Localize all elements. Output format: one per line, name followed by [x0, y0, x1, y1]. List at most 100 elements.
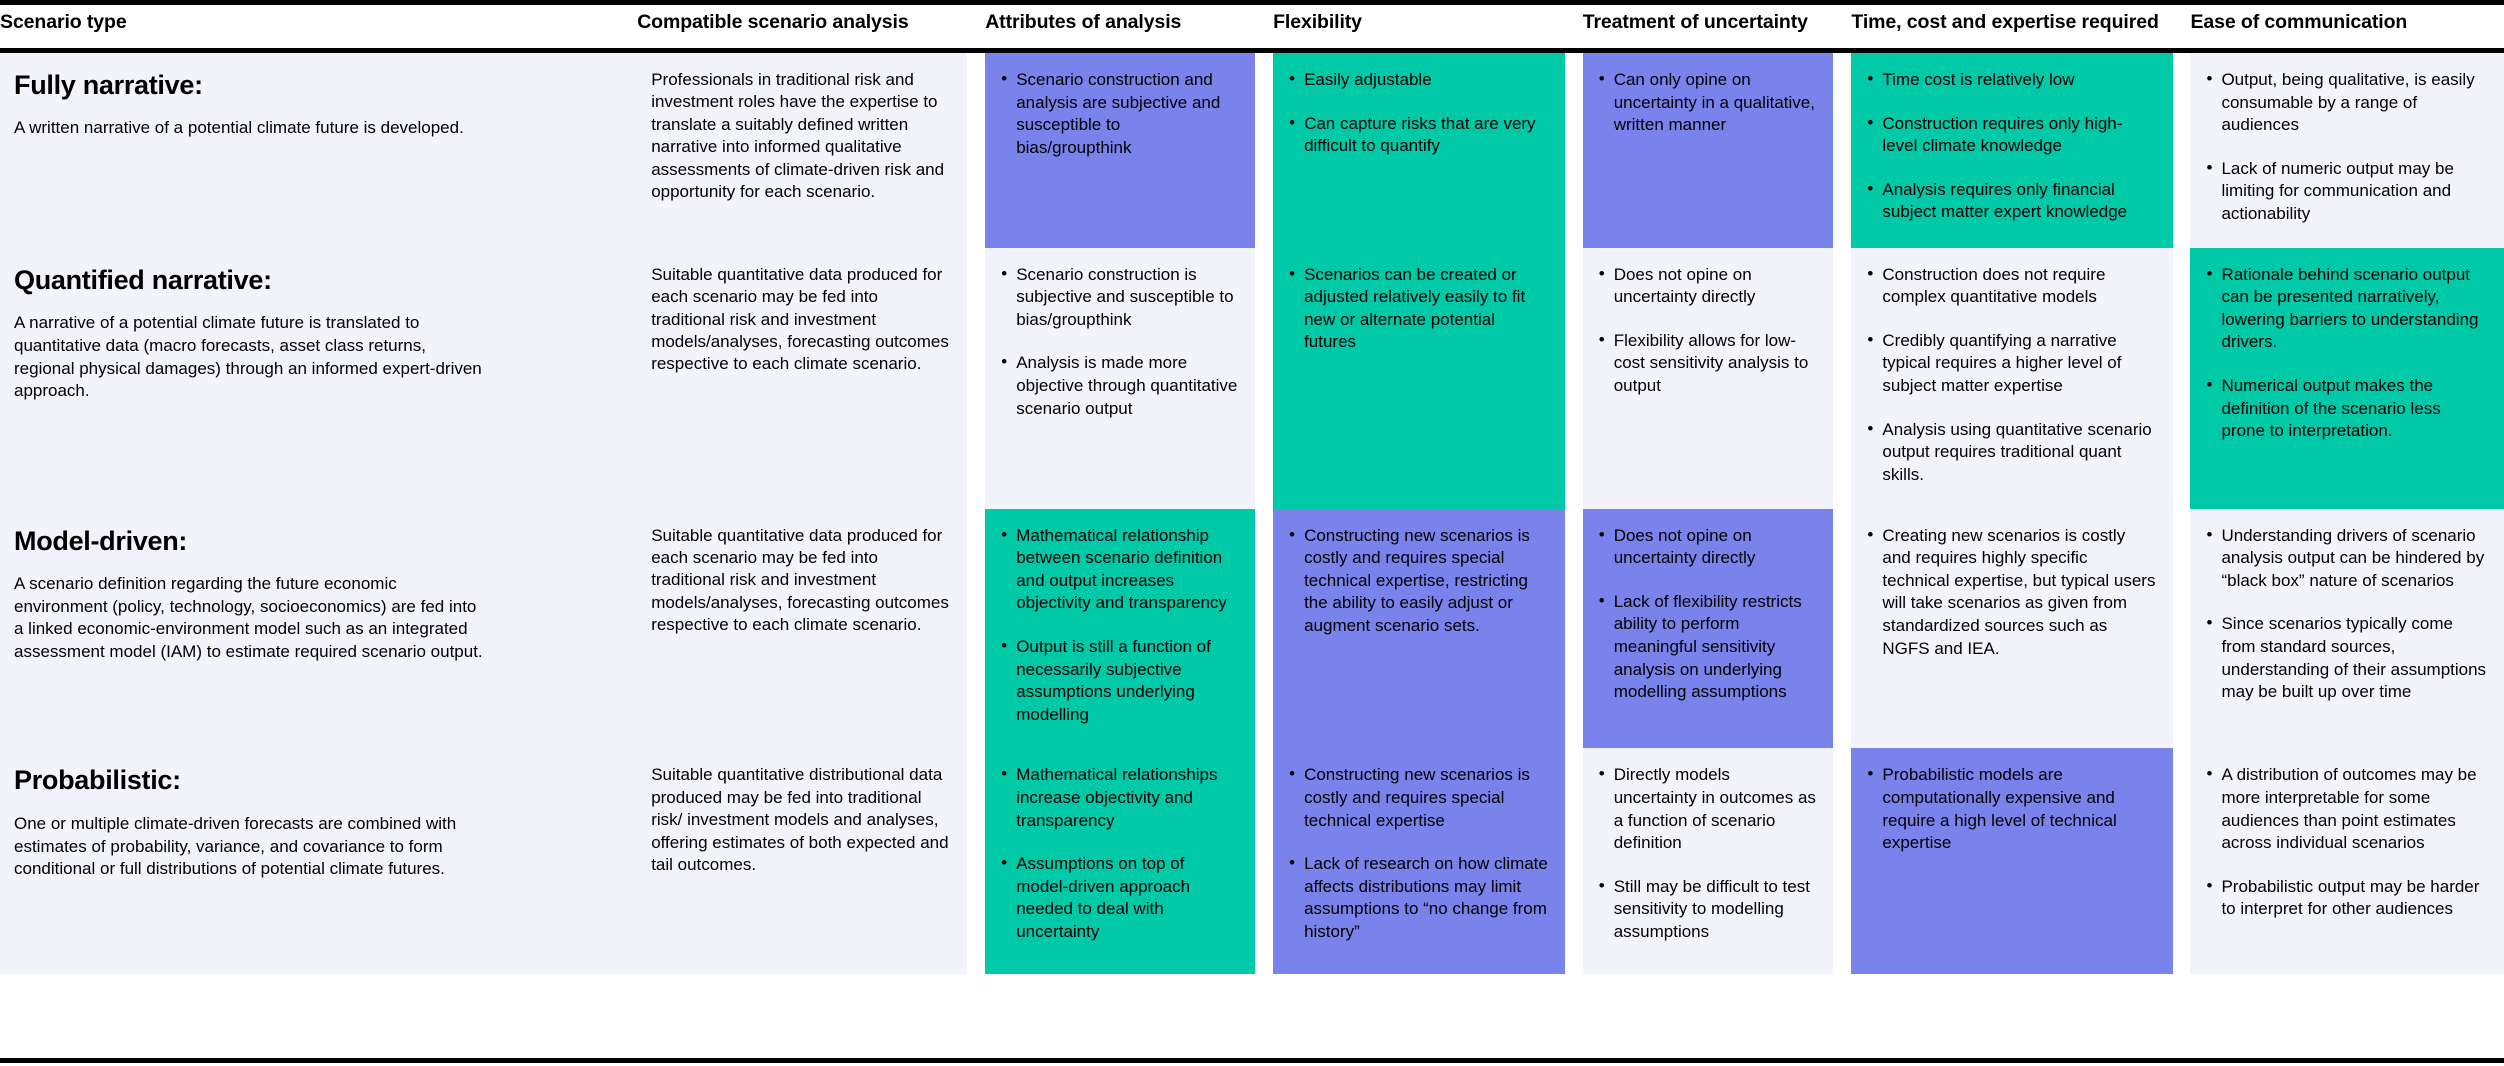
ease-of-communication-cell: Output, being qualitative, is easily con… — [2190, 50, 2504, 248]
bullet-item: Output, being qualitative, is easily con… — [2204, 68, 2488, 137]
compatible-scenario-analysis-cell: Suitable quantitative data produced for … — [637, 508, 968, 749]
bullet-item: Numerical output makes the definition of… — [2204, 374, 2488, 443]
compatible-scenario-analysis-cell: Suitable quantitative data produced for … — [637, 247, 968, 509]
column-header-compatible-scenario-analysis: Compatible scenario analysis — [637, 0, 968, 53]
bullet-list: Constructing new scenarios is costly and… — [1287, 524, 1549, 638]
bullet-list: Scenario construction is subjective and … — [999, 263, 1239, 421]
scenario-description: One or multiple climate-driven forecasts… — [14, 813, 457, 879]
bullet-item: Constructing new scenarios is costly and… — [1287, 524, 1549, 638]
column-header-treatment-of-uncertainty: Treatment of uncertainty — [1582, 0, 1834, 53]
column-gap — [1833, 508, 1852, 749]
bullet-list: Does not opine on uncertainty directlyFl… — [1597, 263, 1818, 398]
flexibility-cell: Easily adjustableCan capture risks that … — [1273, 50, 1565, 248]
ease-of-communication-cell: Understanding drivers of scenario analys… — [2190, 508, 2504, 749]
column-header-flexibility: Flexibility — [1273, 0, 1565, 53]
scenario-description: A written narrative of a potential clima… — [14, 118, 464, 138]
column-gap — [967, 247, 986, 509]
table-bottom-rule — [0, 1058, 2504, 1063]
treatment-of-uncertainty-cell: Does not opine on uncertainty directlyLa… — [1582, 508, 1834, 749]
bullet-item: Can capture risks that are very difficul… — [1287, 112, 1549, 158]
time-cost-expertise-cell: Construction does not require complex qu… — [1851, 247, 2173, 509]
header-spacer — [967, 0, 986, 53]
scenario-type-cell: Probabilistic:One or multiple climate-dr… — [0, 748, 638, 974]
column-header-ease-of-communication: Ease of communication — [2190, 0, 2504, 53]
column-gap — [2172, 748, 2191, 974]
bullet-list: Mathematical relationships increase obje… — [999, 763, 1239, 943]
cell-paragraph: Suitable quantitative data produced for … — [651, 264, 949, 374]
scenario-type-cell: Fully narrative:A written narrative of a… — [0, 50, 638, 248]
column-gap — [1833, 247, 1852, 509]
table-body: Fully narrative:A written narrative of a… — [0, 50, 2504, 974]
bullet-item: Construction requires only high-level cl… — [1865, 112, 2156, 158]
bullet-item: Since scenarios typically come from stan… — [2204, 612, 2488, 703]
cell-paragraph: Suitable quantitative distributional dat… — [651, 765, 949, 875]
bullet-list: Creating new scenarios is costly and req… — [1865, 524, 2156, 661]
flexibility-cell: Constructing new scenarios is costly and… — [1273, 748, 1565, 974]
bullet-item: Easily adjustable — [1287, 68, 1549, 92]
bullet-list: Directly models uncertainty in outcomes … — [1597, 763, 1818, 943]
bullet-item: Rationale behind scenario output can be … — [2204, 263, 2488, 354]
flexibility-cell: Scenarios can be created or adjusted rel… — [1273, 247, 1565, 509]
attributes-of-analysis-cell: Scenario construction and analysis are s… — [985, 50, 1256, 248]
column-gap — [967, 508, 986, 749]
scenario-type-cell: Quantified narrative:A narrative of a po… — [0, 247, 638, 509]
treatment-of-uncertainty-cell: Does not opine on uncertainty directlyFl… — [1582, 247, 1834, 509]
bullet-item: Can only opine on uncertainty in a quali… — [1597, 68, 1818, 137]
bullet-list: Easily adjustableCan capture risks that … — [1287, 68, 1549, 158]
bullet-item: Credibly quantifying a narrative typical… — [1865, 329, 2156, 398]
column-gap — [967, 748, 986, 974]
ease-of-communication-cell: A distribution of outcomes may be more i… — [2190, 748, 2504, 974]
column-header-attributes-of-analysis: Attributes of analysis — [985, 0, 1256, 53]
header-spacer — [2172, 0, 2191, 53]
bullet-list: Output, being qualitative, is easily con… — [2204, 68, 2488, 226]
column-gap — [1255, 50, 1274, 248]
time-cost-expertise-cell: Probabilistic models are computationally… — [1851, 748, 2173, 974]
bullet-list: Time cost is relatively lowConstruction … — [1865, 68, 2156, 224]
column-gap — [1564, 508, 1583, 749]
scenario-description: A narrative of a potential climate futur… — [14, 313, 482, 401]
attributes-of-analysis-cell: Mathematical relationships increase obje… — [985, 748, 1256, 974]
treatment-of-uncertainty-cell: Can only opine on uncertainty in a quali… — [1582, 50, 1834, 248]
bullet-item: Lack of flexibility restricts ability to… — [1597, 590, 1818, 704]
bullet-list: Rationale behind scenario output can be … — [2204, 263, 2488, 443]
bullet-item: Constructing new scenarios is costly and… — [1287, 763, 1549, 832]
bullet-item: Probabilistic models are computationally… — [1865, 763, 2156, 854]
flexibility-cell: Constructing new scenarios is costly and… — [1273, 508, 1565, 749]
bullet-item: Scenario construction and analysis are s… — [999, 68, 1239, 159]
bullet-item: Directly models uncertainty in outcomes … — [1597, 763, 1818, 854]
column-gap — [967, 50, 986, 248]
comparison-table: Scenario type Compatible scenario analys… — [0, 0, 2504, 974]
bullet-item: Time cost is relatively low — [1865, 68, 2156, 92]
bullet-item: Lack of research on how climate affects … — [1287, 852, 1549, 943]
bullet-item: Does not opine on uncertainty directly — [1597, 524, 1818, 570]
bullet-list: Construction does not require complex qu… — [1865, 263, 2156, 487]
bullet-list: A distribution of outcomes may be more i… — [2204, 763, 2488, 921]
table-row: Quantified narrative:A narrative of a po… — [0, 247, 2504, 509]
ease-of-communication-cell: Rationale behind scenario output can be … — [2190, 247, 2504, 509]
column-gap — [1833, 50, 1852, 248]
compatible-scenario-analysis-cell: Professionals in traditional risk and in… — [637, 50, 968, 248]
cell-paragraph: Professionals in traditional risk and in… — [651, 70, 945, 202]
cell-paragraph: Suitable quantitative data produced for … — [651, 525, 949, 635]
compatible-scenario-analysis-cell: Suitable quantitative distributional dat… — [637, 748, 968, 974]
bullet-item: Mathematical relationships increase obje… — [999, 763, 1239, 832]
attributes-of-analysis-cell: Mathematical relationship between scenar… — [985, 508, 1256, 749]
column-header-scenario-type: Scenario type — [0, 0, 638, 53]
bullet-item: Scenario construction is subjective and … — [999, 263, 1239, 332]
bullet-item: Probabilistic output may be harder to in… — [2204, 875, 2488, 921]
column-header-time-cost-expertise: Time, cost and expertise required — [1851, 0, 2173, 53]
bullet-item: Analysis is made more objective through … — [999, 351, 1239, 420]
bullet-item: Analysis requires only financial subject… — [1865, 178, 2156, 224]
column-gap — [1564, 50, 1583, 248]
column-gap — [1833, 748, 1852, 974]
table-row: Model-driven: A scenario definition regar… — [0, 508, 2504, 749]
column-gap — [2172, 50, 2191, 248]
bullet-list: Probabilistic models are computationally… — [1865, 763, 2156, 854]
column-gap — [1255, 748, 1274, 974]
scenario-title: Model-driven: — [14, 525, 188, 556]
bullet-list: Scenario construction and analysis are s… — [999, 68, 1239, 159]
bullet-item: Output is still a function of necessaril… — [999, 635, 1239, 726]
bullet-item: Understanding drivers of scenario analys… — [2204, 524, 2488, 593]
bullet-item: Mathematical relationship between scenar… — [999, 524, 1239, 615]
scenario-description: A scenario definition regarding the futu… — [14, 573, 483, 662]
